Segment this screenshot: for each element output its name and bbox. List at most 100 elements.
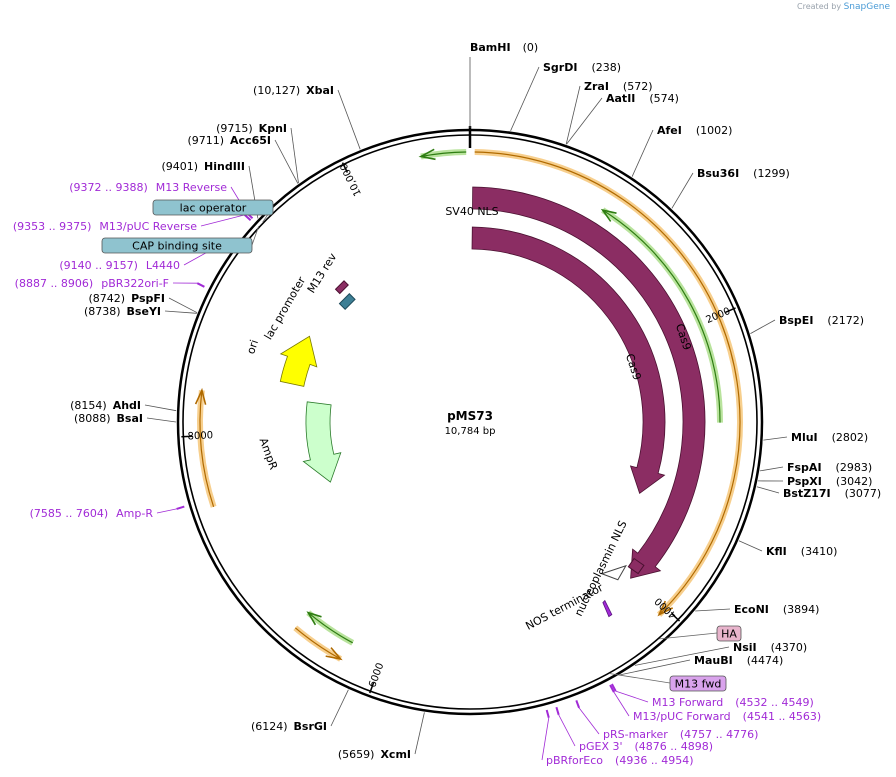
site-fspai-label[interactable]: FspAI(2983) bbox=[787, 461, 872, 474]
site-bsai-label[interactable]: (8088)BsaI bbox=[74, 412, 143, 425]
m13-fwd-glyph[interactable] bbox=[602, 599, 613, 618]
feature-box[interactable] bbox=[101, 237, 253, 254]
site-aatii-label[interactable]: AatII(574) bbox=[606, 92, 679, 105]
site-bsu36i-label[interactable]: Bsu36I(1299) bbox=[697, 167, 790, 180]
site-maubi-label[interactable]: MauBI(4474) bbox=[694, 654, 783, 667]
ampr-arrow[interactable] bbox=[302, 401, 342, 483]
leader-line-layer bbox=[144, 57, 788, 761]
tick-mark bbox=[725, 307, 736, 314]
primer-label[interactable]: pGEX 3'(4876 .. 4898) bbox=[579, 740, 713, 753]
feature-box-label: HA bbox=[721, 628, 737, 641]
primer-label[interactable]: (9353 .. 9375)M13/pUC Reverse bbox=[13, 220, 197, 233]
site-bstz17i-label[interactable]: BstZ17I(3077) bbox=[783, 487, 881, 500]
tick-label: 10,000 bbox=[339, 161, 364, 197]
cas9-outer-arrow[interactable] bbox=[472, 186, 706, 579]
feature-box[interactable] bbox=[716, 625, 742, 642]
site-leader-line bbox=[759, 466, 784, 472]
site-kfli-label[interactable]: KflI(3410) bbox=[766, 545, 837, 558]
site-leader-line bbox=[566, 97, 603, 145]
site-kpni-label[interactable]: (9715)KpnI bbox=[216, 122, 287, 135]
primer-leader-line bbox=[541, 717, 550, 761]
lac-operator-glyph[interactable] bbox=[338, 293, 356, 310]
feature-box[interactable] bbox=[152, 199, 274, 216]
site-ahdi-label[interactable]: (8154)AhdI bbox=[70, 399, 141, 412]
orf-right-green-arrowhead bbox=[600, 208, 617, 222]
site-leader-line bbox=[274, 139, 299, 184]
nls-small-block[interactable] bbox=[627, 557, 645, 575]
site-hindiii-label[interactable]: (9401)HindIII bbox=[161, 160, 245, 173]
primer-label[interactable]: (8887 .. 8906)pBR322ori-F bbox=[15, 277, 169, 290]
site-sgrdi-label[interactable]: SgrDI(238) bbox=[543, 61, 621, 74]
site-afei-label[interactable]: AfeI(1002) bbox=[657, 124, 732, 137]
orf-top-green-arrowhead bbox=[418, 148, 436, 161]
site-leader-line bbox=[695, 608, 731, 612]
primer-label[interactable]: pRS-marker(4757 .. 4776) bbox=[603, 728, 758, 741]
site-econi-label[interactable]: EcoNI(3894) bbox=[734, 603, 819, 616]
primer-leader-line bbox=[156, 508, 177, 514]
orf-outer-orange-arrowhead bbox=[657, 600, 674, 617]
tick-label: 8000 bbox=[187, 430, 213, 442]
ori-arrow[interactable] bbox=[279, 335, 318, 387]
feature-label: M13 rev bbox=[305, 250, 340, 295]
cas9-inner-arrow[interactable] bbox=[471, 226, 666, 495]
site-mlui-label[interactable]: MluI(2802) bbox=[791, 431, 868, 444]
site-leader-line bbox=[330, 689, 349, 727]
primer-mark bbox=[575, 700, 581, 709]
site-bseyi-label[interactable]: (8738)BseYI bbox=[84, 305, 161, 318]
plasmid-name[interactable]: pMS73 bbox=[447, 409, 493, 423]
orf-left-orange[interactable] bbox=[199, 390, 215, 507]
primer-label[interactable]: pBRforEco(4936 .. 4954) bbox=[546, 754, 694, 767]
site-leader-line bbox=[146, 417, 177, 423]
site-leader-line bbox=[168, 297, 198, 314]
site-leader-line bbox=[750, 319, 776, 334]
orf-outer-orange[interactable] bbox=[474, 151, 741, 616]
primer-label[interactable]: M13 Forward(4532 .. 4549) bbox=[652, 696, 814, 709]
m13-rev-glyph[interactable] bbox=[334, 280, 349, 295]
primer-mark bbox=[609, 684, 615, 693]
primer-leader-line bbox=[615, 690, 649, 703]
snapgene-logo-text: SnapGene bbox=[843, 2, 890, 12]
site-leader-line bbox=[565, 85, 581, 145]
primer-label[interactable]: (9140 .. 9157)L4440 bbox=[59, 259, 180, 272]
primer-mark bbox=[176, 505, 185, 510]
site-leader-line bbox=[414, 712, 425, 755]
backbone-layer bbox=[176, 126, 764, 716]
site-pspxi-label[interactable]: PspXI(3042) bbox=[787, 475, 872, 488]
box-leader-line bbox=[659, 632, 718, 640]
site-pspfi-label[interactable]: (8742)PspFI bbox=[89, 292, 165, 305]
primer-label[interactable]: M13/pUC Forward(4541 .. 4563) bbox=[633, 710, 821, 723]
primer-mark bbox=[555, 706, 560, 716]
credit-created-by: Created by bbox=[797, 2, 842, 11]
feature-box[interactable] bbox=[669, 675, 727, 692]
site-xbai-label[interactable]: (10,127)XbaI bbox=[253, 84, 334, 97]
tick-mark bbox=[671, 612, 681, 622]
site-bsrgi-label[interactable]: (6124)BsrGI bbox=[251, 720, 327, 733]
site-nsii-label[interactable]: NsiI(4370) bbox=[733, 641, 807, 654]
plasmid-length: 10,784 bp bbox=[445, 426, 496, 437]
primer-mark bbox=[545, 709, 550, 718]
primer-leader-line bbox=[558, 714, 576, 747]
site-acc65i-label[interactable]: (9711)Acc65I bbox=[187, 134, 271, 147]
tick-mark bbox=[181, 435, 193, 438]
site-bspei-label[interactable]: BspEI(2172) bbox=[779, 314, 864, 327]
primer-label[interactable]: (9372 .. 9388)M13 Reverse bbox=[69, 181, 227, 194]
primer-mark bbox=[244, 214, 252, 222]
site-leader-line bbox=[619, 659, 691, 676]
primer-label[interactable]: (7585 .. 7604)Amp-R bbox=[30, 507, 154, 520]
site-zrai-label[interactable]: ZraI(572) bbox=[584, 80, 653, 93]
orf-right-green[interactable] bbox=[602, 209, 721, 423]
site-xcmi-label[interactable]: (5659)XcmI bbox=[338, 748, 411, 761]
orf-bottom-green-arrowhead bbox=[306, 611, 322, 626]
orf-bottom-orange-arrowhead bbox=[325, 647, 343, 661]
site-leader-line bbox=[756, 486, 780, 494]
site-leader-line bbox=[631, 129, 654, 177]
site-bamhi-label[interactable]: BamHI(0) bbox=[470, 41, 538, 54]
site-leader-line bbox=[763, 436, 788, 441]
site-leader-line bbox=[671, 172, 694, 209]
nos-terminator-glyph[interactable] bbox=[600, 564, 627, 581]
primer-leader-line bbox=[200, 214, 245, 227]
primer-leader-line bbox=[613, 691, 630, 717]
tick-label: 6000 bbox=[367, 662, 386, 690]
